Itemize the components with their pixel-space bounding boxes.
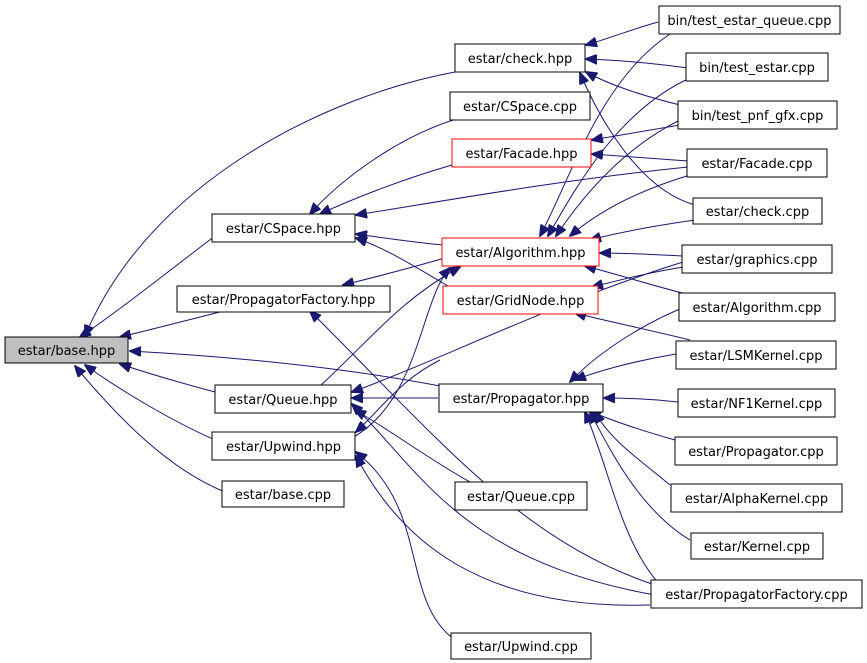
edge-nf1kernel-to-propagator	[604, 398, 679, 402]
edge-graphicscpp-to-algorithm	[600, 253, 684, 256]
node-label: estar/graphics.cpp	[697, 253, 818, 268]
edge-algorithmcpp-to-propagator	[570, 304, 691, 382]
node-label: estar/CSpace.hpp	[226, 222, 341, 237]
node-algorithm-cpp[interactable]: estar/Algorithm.cpp	[678, 292, 836, 322]
edge-basecpp-to-base	[75, 366, 226, 493]
edge-algorithm-to-propfactory	[343, 257, 446, 285]
edge-facadecpp-to-cspace	[356, 166, 689, 215]
node-queue-hpp[interactable]: estar/Queue.hpp	[214, 384, 352, 414]
edge-checkcpp-to-algorithm	[590, 219, 696, 240]
edge-check-to-base	[85, 71, 456, 336]
edge-propfactory-to-base	[120, 311, 221, 337]
edge-testpnf-to-facade	[592, 124, 681, 140]
edge-propagator-to-base	[130, 351, 441, 387]
node-label: estar/AlphaKernel.cpp	[685, 492, 828, 507]
node-label: estar/Queue.hpp	[228, 393, 337, 408]
node-label: estar/Facade.cpp	[702, 157, 813, 172]
edge-testqueue-to-algorithm	[540, 33, 671, 236]
node-graphics-cpp[interactable]: estar/graphics.cpp	[681, 244, 833, 274]
edge-facadehpp-to-cspace	[320, 164, 453, 214]
node-base-cpp[interactable]: estar/base.cpp	[221, 480, 345, 508]
edge-kernel-to-propagator	[590, 412, 691, 541]
node-label: estar/PropagatorFactory.cpp	[665, 588, 847, 603]
node-label: estar/base.hpp	[18, 344, 115, 359]
edge-algorithmcpp-to-algorithm	[585, 266, 691, 296]
node-propagatorfactory-cpp[interactable]: estar/PropagatorFactory.cpp	[650, 579, 863, 609]
node-test-estar-queue-cpp[interactable]: bin/test_estar_queue.cpp	[658, 5, 841, 35]
node-label: estar/LSMKernel.cpp	[690, 349, 823, 364]
edge-propfactorycpp-to-propfactory	[310, 311, 656, 586]
edge-graphicscpp-to-gridnode	[592, 265, 691, 287]
node-alphakernel-cpp[interactable]: estar/AlphaKernel.cpp	[670, 483, 843, 513]
edge-lsmkernel-to-propagator	[575, 353, 677, 380]
node-upwind-hpp[interactable]: estar/Upwind.hpp	[211, 431, 356, 461]
node-label: estar/Kernel.cpp	[704, 540, 810, 555]
edge-testpnf-to-check	[586, 72, 681, 106]
node-base-hpp[interactable]: estar/base.hpp	[4, 336, 129, 364]
node-label: estar/Propagator.cpp	[688, 445, 824, 460]
edge-cspace-to-base	[80, 235, 216, 337]
node-kernel-cpp[interactable]: estar/Kernel.cpp	[690, 532, 824, 560]
edge-lsmkernel-to-gridnode	[575, 313, 691, 341]
node-label: estar/CSpace.cpp	[463, 100, 577, 115]
node-test-pnf-gfx-cpp[interactable]: bin/test_pnf_gfx.cpp	[677, 100, 838, 130]
edge-propfactorycpp-to-queue	[352, 404, 656, 596]
node-label: bin/test_pnf_gfx.cpp	[692, 109, 824, 124]
edge-algorithm-to-cspace	[356, 234, 444, 246]
node-label: estar/Algorithm.cpp	[692, 301, 821, 316]
edge-propfactorycpp-to-propagator	[585, 412, 661, 586]
node-check-hpp[interactable]: estar/check.hpp	[454, 43, 586, 73]
node-label: estar/Upwind.hpp	[226, 440, 341, 455]
node-propagator-hpp[interactable]: estar/Propagator.hpp	[438, 383, 604, 413]
node-label: estar/check.cpp	[706, 205, 809, 220]
node-label: estar/check.hpp	[468, 52, 573, 67]
node-test-estar-cpp[interactable]: bin/test_estar.cpp	[685, 52, 829, 82]
node-gridnode-hpp[interactable]: estar/GridNode.hpp	[442, 285, 599, 315]
nodes: estar/base.hpp estar/check.hpp estar/CSp…	[4, 5, 863, 660]
edge-testestar-to-algorithm	[548, 77, 691, 236]
node-label: estar/Algorithm.hpp	[455, 246, 585, 261]
edge-propfactorycpp-to-upwind	[356, 456, 651, 606]
node-lsmkernel-cpp[interactable]: estar/LSMKernel.cpp	[675, 340, 837, 370]
edge-queuecpp-to-queue	[355, 410, 471, 483]
edge-facadecpp-to-algorithm	[570, 174, 691, 236]
node-label: bin/test_estar_queue.cpp	[667, 14, 831, 29]
node-propagatorfactory-hpp[interactable]: estar/PropagatorFactory.hpp	[176, 285, 391, 313]
node-label: estar/base.cpp	[235, 488, 331, 503]
node-cspace-hpp[interactable]: estar/CSpace.hpp	[211, 213, 356, 243]
edge-upwindcpp-to-upwind	[356, 452, 456, 641]
edge-graphicscpp-to-queue	[352, 261, 684, 392]
node-label: estar/Facade.hpp	[465, 147, 577, 162]
node-label: estar/Upwind.cpp	[464, 640, 578, 655]
node-algorithm-hpp[interactable]: estar/Algorithm.hpp	[441, 237, 600, 267]
node-upwind-cpp[interactable]: estar/Upwind.cpp	[450, 632, 592, 660]
node-facade-hpp[interactable]: estar/Facade.hpp	[451, 138, 592, 168]
node-nf1kernel-cpp[interactable]: estar/NF1Kernel.cpp	[677, 388, 836, 418]
edge-facadecpp-to-facade	[592, 154, 689, 162]
node-label: estar/Propagator.hpp	[453, 392, 590, 407]
edge-gridnode-to-cspace	[356, 238, 456, 291]
edge-queue-to-upwind	[356, 359, 441, 432]
node-check-cpp[interactable]: estar/check.cpp	[692, 197, 823, 225]
edge-testestar-to-check	[586, 59, 689, 69]
node-propagator-cpp[interactable]: estar/Propagator.cpp	[674, 436, 838, 466]
edges	[75, 21, 696, 641]
node-cspace-cpp[interactable]: estar/CSpace.cpp	[449, 91, 591, 121]
edge-testqueue-to-check	[586, 21, 659, 45]
edge-cspacecpp-to-cspace	[310, 117, 461, 214]
node-label: bin/test_estar.cpp	[699, 61, 815, 76]
edge-checkcpp-to-check	[580, 73, 696, 206]
node-label: estar/Queue.cpp	[467, 490, 575, 505]
node-label: estar/NF1Kernel.cpp	[691, 397, 823, 412]
edge-testpnf-to-algorithm	[556, 119, 681, 236]
node-label: estar/PropagatorFactory.hpp	[192, 293, 376, 308]
node-facade-cpp[interactable]: estar/Facade.cpp	[686, 148, 828, 178]
node-queue-cpp[interactable]: estar/Queue.cpp	[454, 481, 588, 511]
edge-queue-to-base	[120, 364, 216, 393]
node-label: estar/GridNode.hpp	[457, 294, 585, 309]
edge-upwind-to-base	[85, 365, 216, 441]
edge-alphakernel-to-propagator	[595, 412, 671, 486]
